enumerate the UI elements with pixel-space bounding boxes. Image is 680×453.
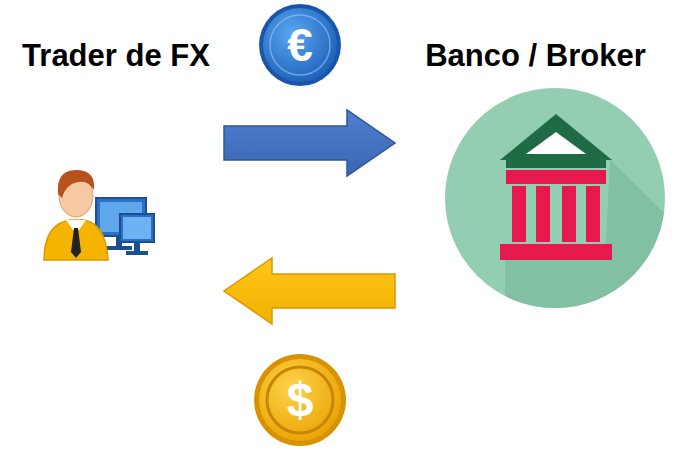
euro-coin [259, 4, 341, 86]
node-title: Banco / Broker [395, 38, 676, 74]
bank-icon [395, 38, 670, 313]
block-arrow [224, 110, 395, 176]
currency-symbol: $ [287, 376, 314, 424]
bank-node: Banco / Broker [395, 38, 676, 313]
dollar-coin [254, 354, 346, 446]
block-arrow [224, 258, 395, 324]
currency-symbol: € [287, 22, 313, 68]
trader-node: Trader de FX [8, 38, 224, 270]
node-title: Trader de FX [8, 38, 224, 74]
